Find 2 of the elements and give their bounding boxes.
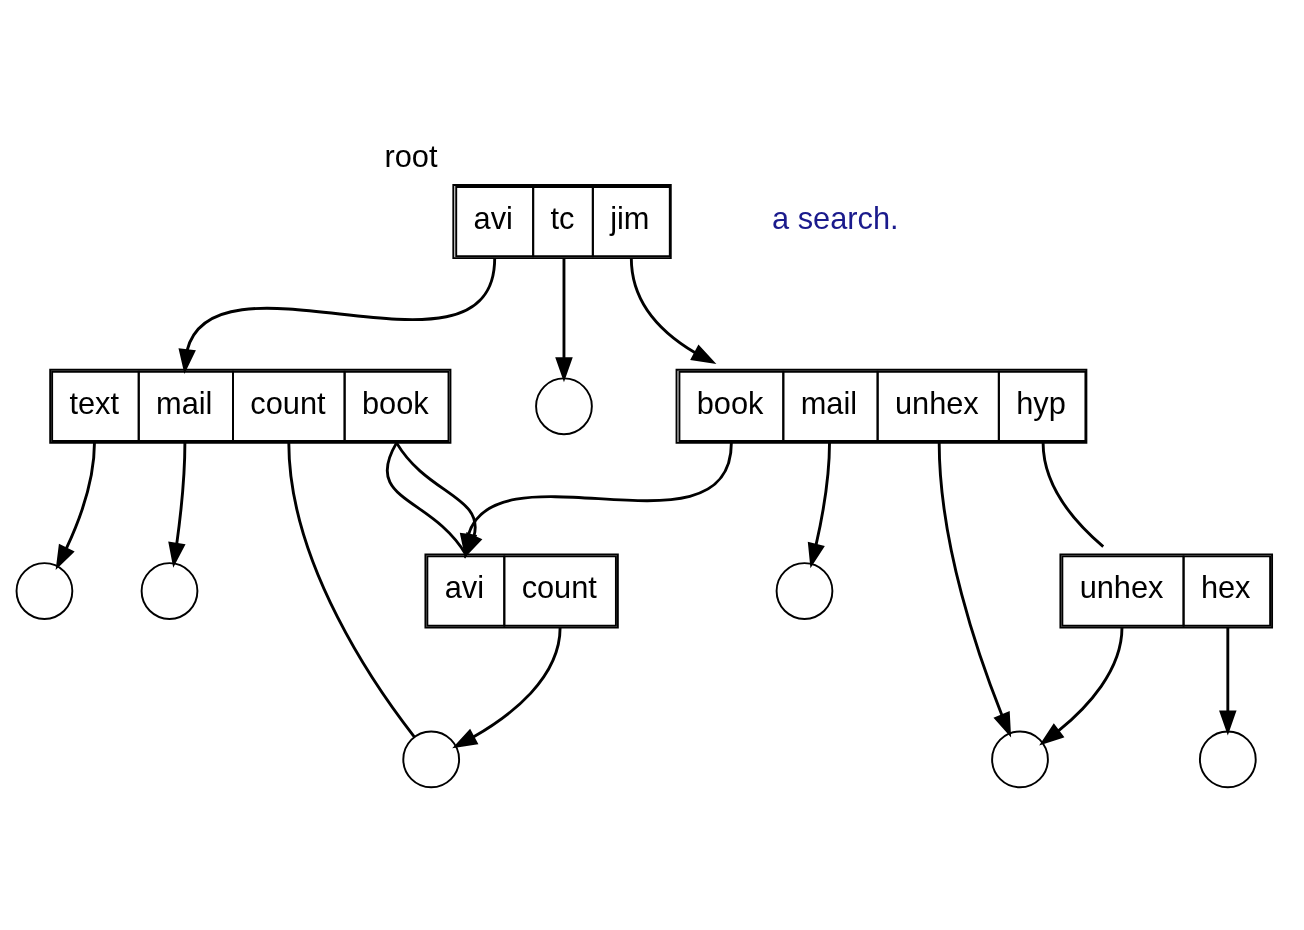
node-label: root bbox=[384, 139, 438, 175]
label: a search. bbox=[772, 200, 899, 236]
